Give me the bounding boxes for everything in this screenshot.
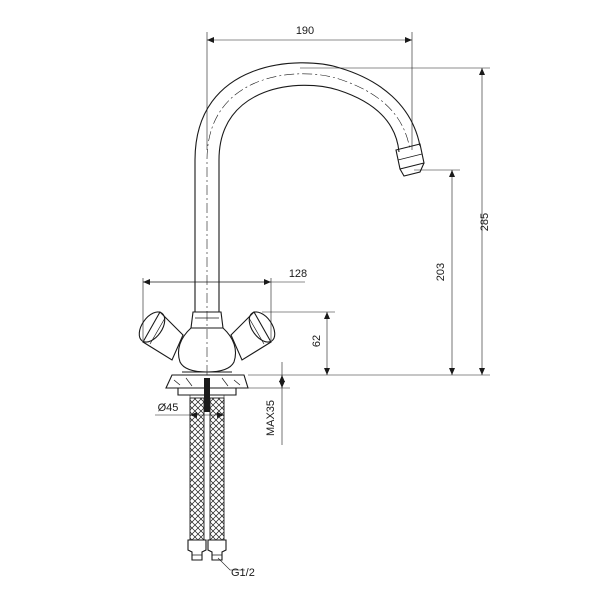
hose-fittings <box>187 539 227 561</box>
label-spout-reach: 190 <box>296 25 314 37</box>
label-handle-span: 128 <box>289 268 307 280</box>
dimension-handle-height: 62 <box>262 311 335 375</box>
braided-hoses <box>189 397 225 541</box>
dimension-total-height: 285 <box>300 67 491 375</box>
dimension-base-diameter: Ø45 <box>155 395 225 420</box>
spout-centerline <box>206 73 411 375</box>
left-handle <box>138 311 184 361</box>
label-max-thickness: MAX35 <box>265 400 277 436</box>
dimension-max-thickness: MAX35 <box>236 362 290 445</box>
dimension-spout-reach: 190 <box>206 25 413 150</box>
right-handle <box>230 311 276 361</box>
label-outlet-height: 203 <box>435 263 447 281</box>
label-handle-height: 62 <box>311 335 323 347</box>
dimension-handle-span: 128 <box>142 268 307 340</box>
spout-inner-wall <box>218 84 400 312</box>
label-connection-thread: G1/2 <box>231 567 255 579</box>
dimension-outlet-height: 203 <box>414 169 460 375</box>
base-flange <box>165 371 249 396</box>
spout-outer-wall <box>194 62 421 312</box>
label-total-height: 285 <box>479 213 491 231</box>
aerator-tip <box>395 143 425 177</box>
dimension-connection-thread: G1/2 <box>217 557 255 579</box>
mounting-rod <box>204 378 210 412</box>
faucet-outline <box>138 62 425 561</box>
label-base-diameter: Ø45 <box>158 402 179 414</box>
